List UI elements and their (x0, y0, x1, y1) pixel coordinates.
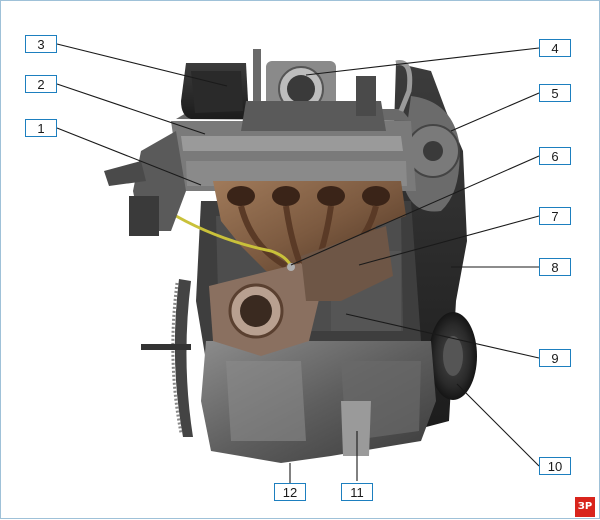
callout-10: 10 (539, 457, 571, 475)
leader-line-1 (56, 127, 202, 186)
leader-line-3 (56, 43, 228, 87)
callout-5: 5 (539, 84, 571, 102)
leader-line-9 (345, 313, 540, 359)
leader-line-10 (456, 383, 540, 467)
callout-8: 8 (539, 258, 571, 276)
callout-9: 9 (539, 349, 571, 367)
callout-11: 11 (341, 483, 373, 501)
intake-hose (181, 63, 249, 119)
leader-line-5 (450, 92, 540, 132)
intake-manifold (241, 60, 413, 131)
oil-pan (201, 341, 436, 463)
leader-line-4 (305, 47, 540, 76)
callout-1: 1 (25, 119, 57, 137)
leader-line-2 (56, 83, 206, 135)
callout-6: 6 (539, 147, 571, 165)
callout-7: 7 (539, 207, 571, 225)
callout-12: 12 (274, 483, 306, 501)
publisher-logo: ЗР (575, 497, 595, 517)
flywheel (141, 279, 193, 437)
callout-4: 4 (539, 39, 571, 57)
leader-line-7 (358, 215, 540, 266)
left-bracket (104, 131, 186, 236)
exhaust-flange (209, 263, 321, 356)
crankshaft-pulley (429, 312, 477, 400)
heat-shield (301, 226, 393, 301)
callout-3: 3 (25, 35, 57, 53)
leader-line-6 (290, 155, 540, 266)
leader-lines (56, 43, 540, 483)
callout-2: 2 (25, 75, 57, 93)
